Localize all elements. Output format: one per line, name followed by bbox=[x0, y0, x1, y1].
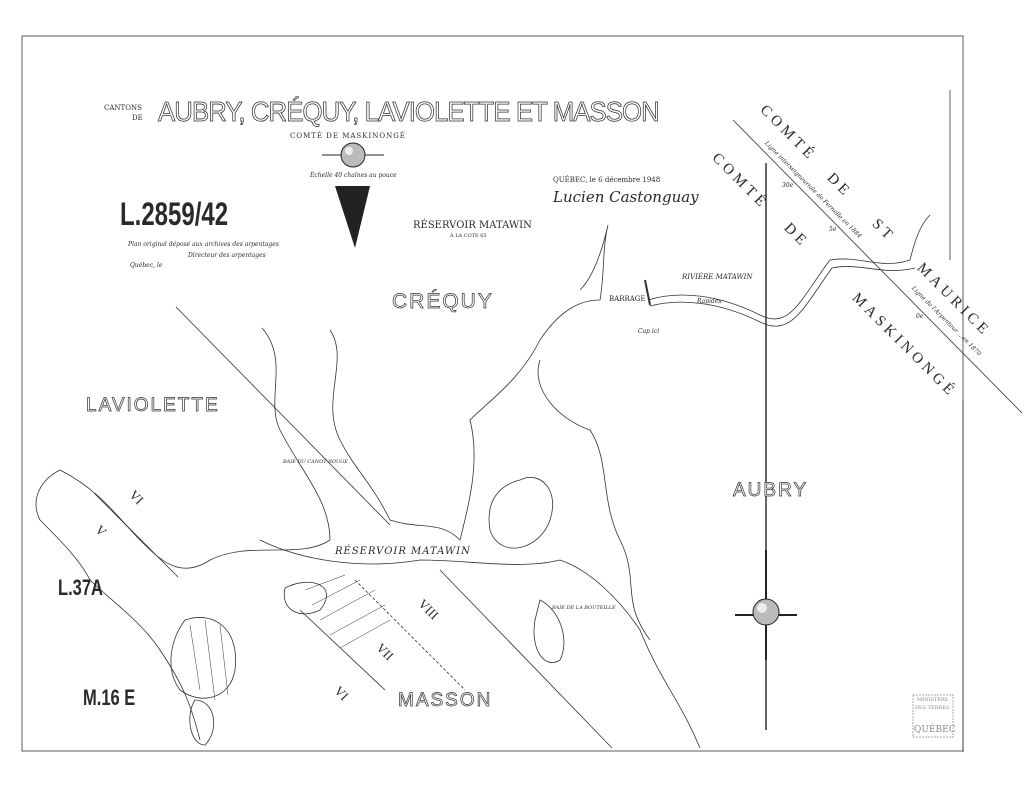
title-prefix: CANTONS bbox=[104, 104, 142, 112]
signature: Lucien Castonguay bbox=[553, 188, 699, 206]
mile-marker: 0e bbox=[916, 313, 924, 320]
note-line-2: Directeur des arpentages bbox=[188, 252, 266, 259]
reservoir-elevation: À LA COTE 65 bbox=[450, 233, 487, 239]
north-arrow-icon bbox=[335, 186, 370, 248]
note-line-1: Plan original déposé aux archives des ar… bbox=[128, 241, 279, 248]
mile-marker: 5e bbox=[829, 226, 837, 233]
label-baie-bouteille: BAIE DE LA BOUTEILLE bbox=[552, 605, 616, 611]
signature-date: QUÉBEC, le 6 décembre 1948 bbox=[553, 176, 661, 184]
plan-number: L.2859/42 bbox=[120, 196, 229, 232]
title-ornament bbox=[322, 142, 384, 248]
stamp-line-2: DES TERRES bbox=[915, 705, 950, 711]
label-reservoir: RÉSERVOIR MATAWIN bbox=[335, 546, 471, 557]
mile-marker: 30e bbox=[782, 182, 794, 189]
map-title: AUBRY, CRÉQUY, LAVIOLETTE ET MASSON bbox=[158, 96, 660, 128]
sheet-ref-l37a: L.37A bbox=[58, 575, 103, 600]
scale-note: Échelle 40 chaînes au pouce bbox=[310, 172, 397, 179]
county-line bbox=[732, 119, 1023, 414]
stamp-frame bbox=[912, 694, 954, 738]
label-barrage: BARRAGE bbox=[609, 295, 646, 303]
stamp-line-3: QUÉBEC bbox=[914, 725, 956, 735]
canton-crequy: CRÉQUY bbox=[392, 290, 494, 314]
note-line-3: Québec, le bbox=[130, 262, 163, 269]
canton-aubry: AUBRY bbox=[733, 480, 809, 502]
island-lots bbox=[170, 617, 237, 699]
township-line-masson-aubry bbox=[439, 569, 613, 749]
shoreline-west bbox=[35, 327, 331, 741]
shoreline-reservoir-south bbox=[259, 539, 701, 749]
label-baie-canot-rouge: BAIE DU CANOT ROUGE bbox=[283, 459, 348, 465]
map-frame bbox=[21, 35, 964, 752]
sheet-ref-m16e: M.16 E bbox=[83, 685, 136, 710]
township-line-laviolette-crequy bbox=[175, 306, 391, 526]
stamp-line-1: MINISTÈRE bbox=[917, 697, 949, 703]
reservoir-header: RÉSERVOIR MATAWIN bbox=[413, 220, 532, 231]
map-subtitle: COMTÉ DE MASKINONGÉ bbox=[290, 132, 406, 140]
label-riviere: RIVIÈRE MATAWIN bbox=[682, 273, 753, 281]
title-prefix-de: DE bbox=[132, 114, 143, 122]
canton-laviolette: LAVIOLETTE bbox=[86, 395, 220, 417]
label-rapides: Rapides bbox=[697, 298, 722, 305]
riviere-matawin bbox=[647, 214, 931, 320]
label-cap: Cap ici bbox=[638, 328, 660, 335]
compass-rose bbox=[735, 550, 797, 660]
canton-masson: MASSON bbox=[398, 690, 493, 712]
